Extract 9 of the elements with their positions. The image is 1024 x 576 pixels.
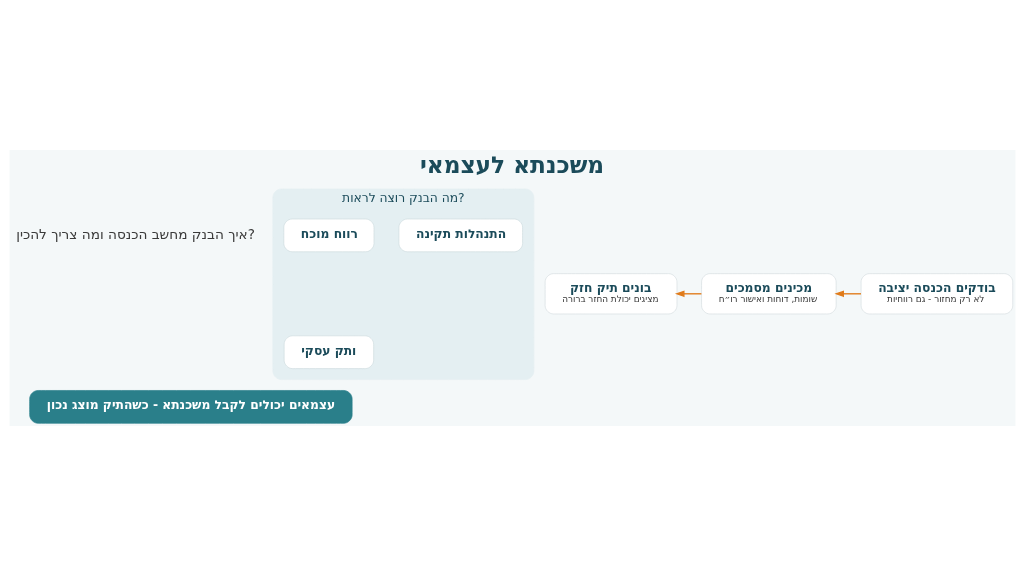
node-box: בודקים הכנסה יציבה לא רק מחזור - גם רווחיות — [860, 273, 1013, 315]
node-box: עצמאים יכולים לקבל משכנתא - כשהתיק מוצג נכון — [28, 390, 352, 424]
node-box: מכינים מסמכים שומות, דוחות ואישור רו״ח — [700, 273, 836, 315]
label: איך הבנק מחשב הכנסה ומה צריך להכין? — [15, 225, 255, 242]
node-box: התנהלות תקינה — [398, 218, 523, 253]
diagram-title: משכנתא לעצמאי — [419, 151, 604, 179]
node-box: רווח מוכח — [282, 218, 374, 253]
node-box: ותק עסקי — [283, 335, 374, 369]
node-box: בונים תיק חזק מציגים יכולת החזר ברורה — [544, 273, 677, 315]
